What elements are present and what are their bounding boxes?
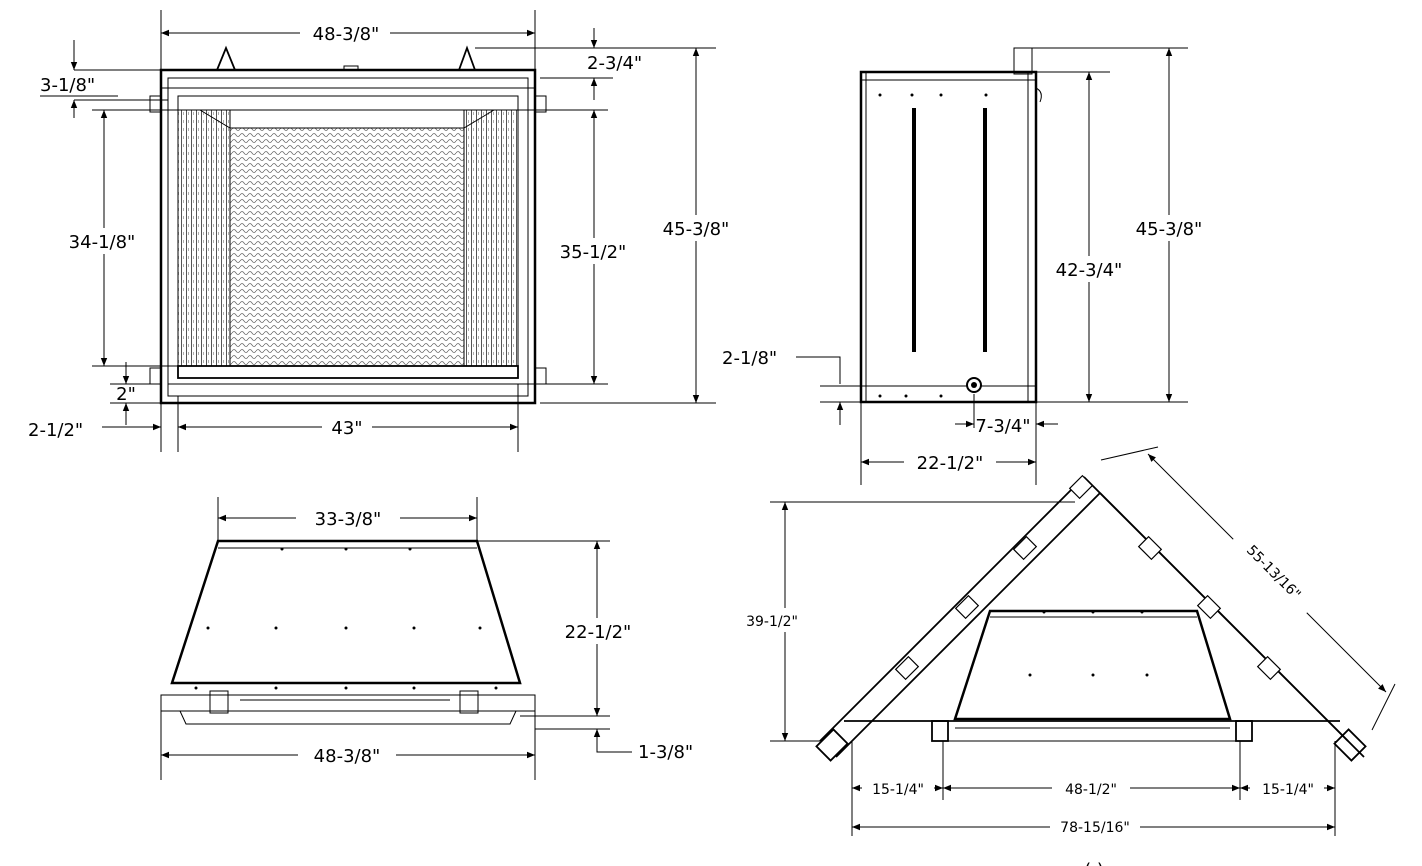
corner-cut-off-label: ( ) <box>1084 860 1104 866</box>
corner-left-side-label: 15-1/4" <box>872 782 924 798</box>
corner-center-width-label: 48-1/2" <box>1065 782 1117 798</box>
side-gas-inlet-offset-label: 7-3/4" <box>975 416 1030 437</box>
corner-right-side-label: 15-1/4" <box>1262 782 1314 798</box>
front-top-offset-label: 2-3/4" <box>587 53 642 74</box>
front-opening-height-left-label: 34-1/8" <box>69 232 136 253</box>
front-opening-height-right-label: 35-1/2" <box>560 242 627 263</box>
front-side-offset-label: 2-1/2" <box>28 420 83 441</box>
top-front-width-label: 48-3/8" <box>314 746 381 767</box>
front-overall-height-label: 45-3/8" <box>663 219 730 240</box>
corner-view-labels: 39-1/2" 55-13/16" 15-1/4" 48-1/2" 15-1/4… <box>746 542 1314 866</box>
top-back-width-label: 33-3/8" <box>315 509 382 530</box>
side-view-labels: 45-3/8" 42-3/4" 2-1/8" 7-3/4" 22-1/2" <box>722 219 1202 474</box>
side-base-offset-label: 2-1/8" <box>722 348 777 369</box>
front-top-left-offset-label: 3-1/8" <box>40 75 95 96</box>
side-depth-label: 22-1/2" <box>917 453 984 474</box>
front-view-dimensions <box>40 10 740 452</box>
corner-diagonal-label: 55-13/16" <box>1243 542 1304 603</box>
corner-height-label: 39-1/2" <box>746 614 798 630</box>
top-view-labels: 33-3/8" 22-1/2" 1-3/8" 48-3/8" <box>314 509 694 767</box>
top-view-dimensions <box>160 497 644 780</box>
top-front-offset-label: 1-3/8" <box>638 742 693 763</box>
side-view-dimensions <box>796 47 1216 485</box>
corner-view <box>815 474 1367 762</box>
corner-view-dimensions <box>734 446 1396 837</box>
front-bottom-offset-label: 2" <box>116 384 136 405</box>
front-opening-width-label: 43" <box>331 418 362 439</box>
side-body-height-label: 42-3/4" <box>1056 260 1123 281</box>
front-view <box>149 45 547 405</box>
top-depth-label: 22-1/2" <box>565 622 632 643</box>
front-view-labels: 48-3/8" 2-3/4" 3-1/8" 34-1/8" 35-1/2" 45… <box>28 24 729 441</box>
corner-overall-width-label: 78-15/16" <box>1060 820 1130 836</box>
side-view <box>859 47 1042 404</box>
side-overall-height-label: 45-3/8" <box>1136 219 1203 240</box>
front-overall-width-label: 48-3/8" <box>313 24 380 45</box>
top-view <box>160 539 536 725</box>
